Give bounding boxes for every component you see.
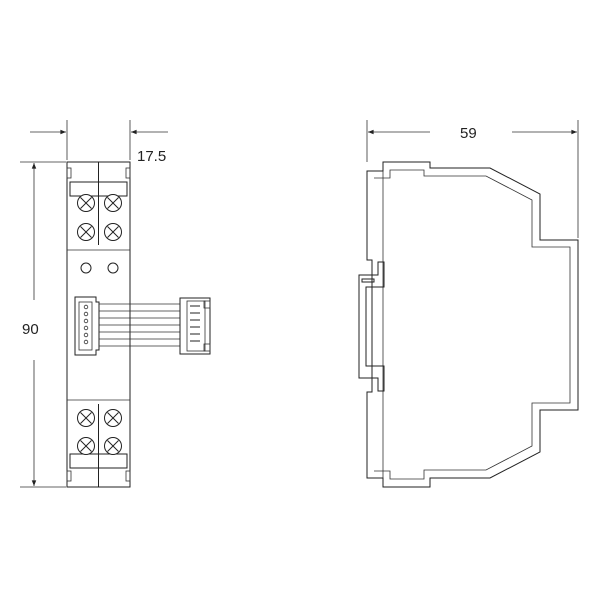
screw-terminal-icon [77,223,95,241]
screw-terminal-icon [77,437,95,455]
screw-terminal-icon [104,409,122,427]
led-indicators [80,262,119,274]
width-dimension-label: 17.5 [137,148,166,165]
height-dimension: 90 [20,161,66,488]
height-dimension-label: 90 [22,321,39,338]
depth-dimension-label: 59 [460,125,477,142]
screw-terminal-icon [104,194,122,212]
bottom-terminals [77,409,122,455]
top-terminals [77,194,122,241]
screw-terminal-icon [77,194,95,212]
plug-connector [179,297,211,355]
side-housing [366,161,579,488]
screw-terminal-icon [104,437,122,455]
front-view: 17.5 90 [20,120,211,488]
din-rail [358,261,385,392]
screw-terminal-icon [104,223,122,241]
ribbon-cable [99,303,180,347]
front-housing [66,161,131,488]
side-view: 59 [358,120,579,488]
led-icon [80,262,92,274]
screw-terminal-icon [77,409,95,427]
width-dimension: 17.5 [30,120,168,165]
depth-dimension: 59 [366,120,579,238]
led-icon [107,262,119,274]
module-connector [74,296,100,356]
